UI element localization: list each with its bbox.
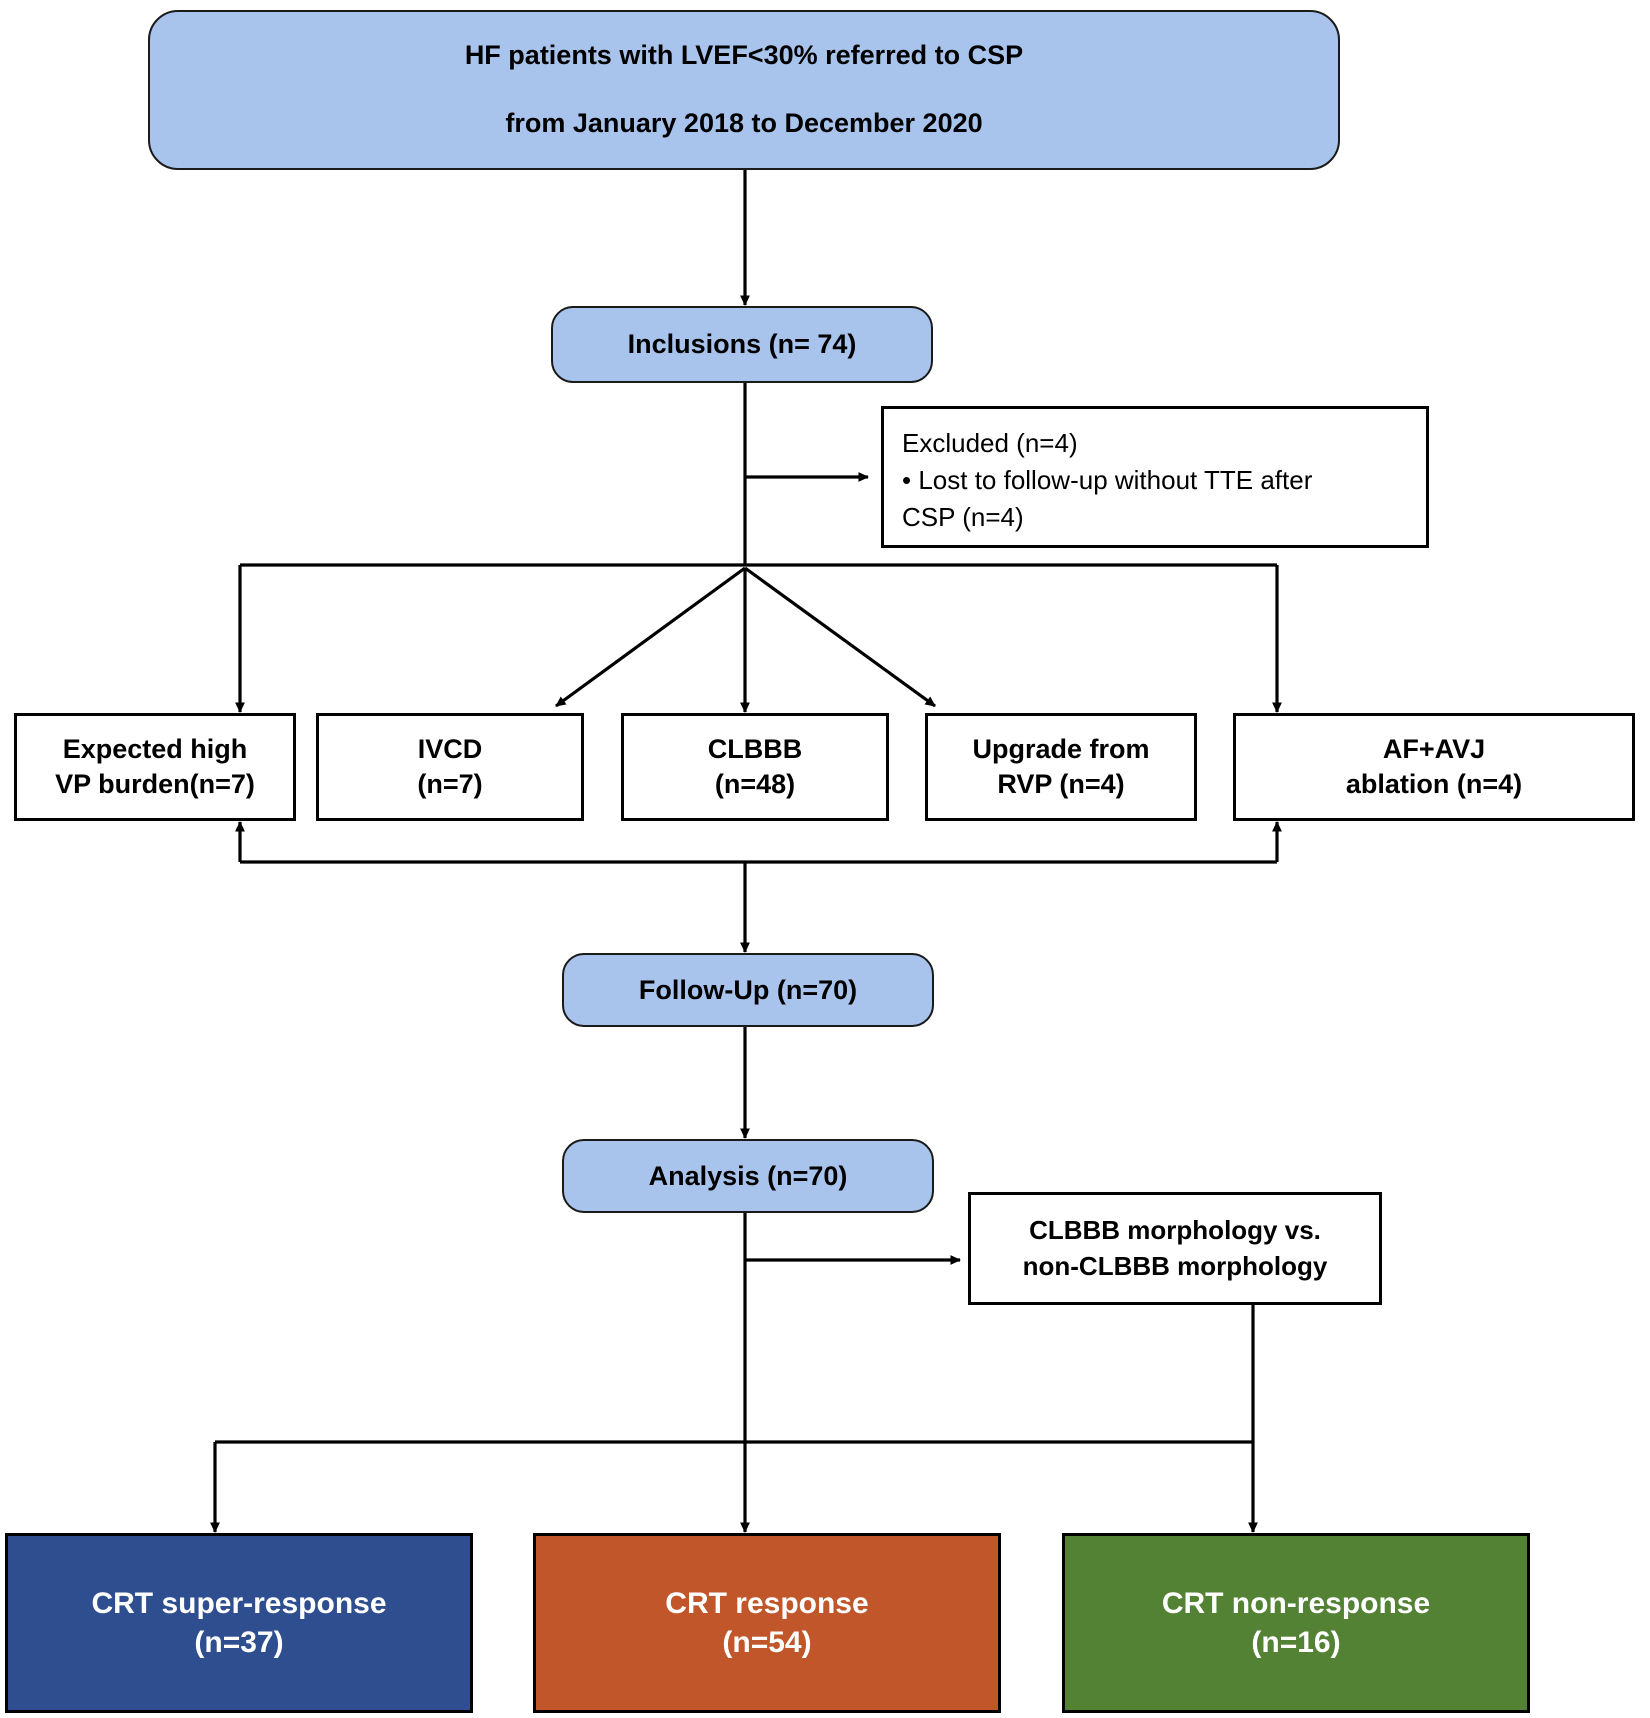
result-0-line-1: CRT super-response xyxy=(91,1587,387,1620)
node-category-upgrade-from-rvp: Upgrade from RVP (n=4) xyxy=(925,713,1197,821)
category-3-line-2: RVP (n=4) xyxy=(997,769,1125,799)
excluded-title: Excluded (n=4) xyxy=(902,428,1078,458)
excluded-bullet-line-1: • Lost to follow-up without TTE after xyxy=(902,464,1313,495)
node-crt-super-response: CRT super-response (n=37) xyxy=(5,1533,473,1713)
result-1-line-2: (n=54) xyxy=(722,1626,812,1659)
node-category-ivcd: IVCD (n=7) xyxy=(316,713,584,821)
node-category-af-avj-ablation: AF+AVJ ablation (n=4) xyxy=(1233,713,1635,821)
category-2-line-2: (n=48) xyxy=(714,769,796,799)
node-crt-response: CRT response (n=54) xyxy=(533,1533,1001,1713)
node-morphology-comparison: CLBBB morphology vs. non-CLBBB morpholog… xyxy=(968,1192,1382,1305)
edge-to-rvp xyxy=(744,566,936,708)
node-analysis: Analysis (n=70) xyxy=(562,1139,934,1213)
node-crt-non-response: CRT non-response (n=16) xyxy=(1062,1533,1530,1713)
category-0-line-2: VP burden(n=7) xyxy=(55,769,255,799)
category-1-line-1: IVCD xyxy=(417,733,483,764)
node-category-clbbb: CLBBB (n=48) xyxy=(621,713,889,821)
result-0-line-2: (n=37) xyxy=(194,1626,284,1659)
node-excluded: Excluded (n=4) • Lost to follow-up witho… xyxy=(881,406,1429,548)
excluded-bullet-line-2: CSP (n=4) xyxy=(902,501,1024,532)
source-line-2: from January 2018 to December 2020 xyxy=(505,108,983,138)
source-line-1: HF patients with LVEF<30% referred to CS… xyxy=(464,40,1024,71)
morphology-line-2: non-CLBBB morphology xyxy=(1022,1250,1328,1281)
morphology-line-1: CLBBB morphology vs. xyxy=(1029,1215,1321,1246)
result-1-line-1: CRT response xyxy=(665,1587,869,1620)
analysis-label: Analysis (n=70) xyxy=(648,1160,848,1191)
node-category-expected-high-vp-burden: Expected high VP burden(n=7) xyxy=(14,713,296,821)
result-2-line-2: (n=16) xyxy=(1251,1626,1341,1659)
category-0-line-1: Expected high xyxy=(62,733,248,764)
node-inclusions: Inclusions (n= 74) xyxy=(551,306,933,383)
node-follow-up: Follow-Up (n=70) xyxy=(562,953,934,1027)
category-4-line-1: AF+AVJ xyxy=(1382,733,1486,764)
node-source-population: HF patients with LVEF<30% referred to CS… xyxy=(148,10,1340,170)
category-3-line-1: Upgrade from xyxy=(972,733,1150,764)
edge-to-ivcd xyxy=(555,566,746,708)
inclusions-label: Inclusions (n= 74) xyxy=(627,329,857,359)
follow-up-label: Follow-Up (n=70) xyxy=(638,974,858,1005)
category-2-line-1: CLBBB xyxy=(707,733,803,764)
category-4-line-2: ablation (n=4) xyxy=(1345,769,1523,799)
category-1-line-2: (n=7) xyxy=(417,769,483,799)
result-2-line-1: CRT non-response xyxy=(1161,1587,1431,1620)
